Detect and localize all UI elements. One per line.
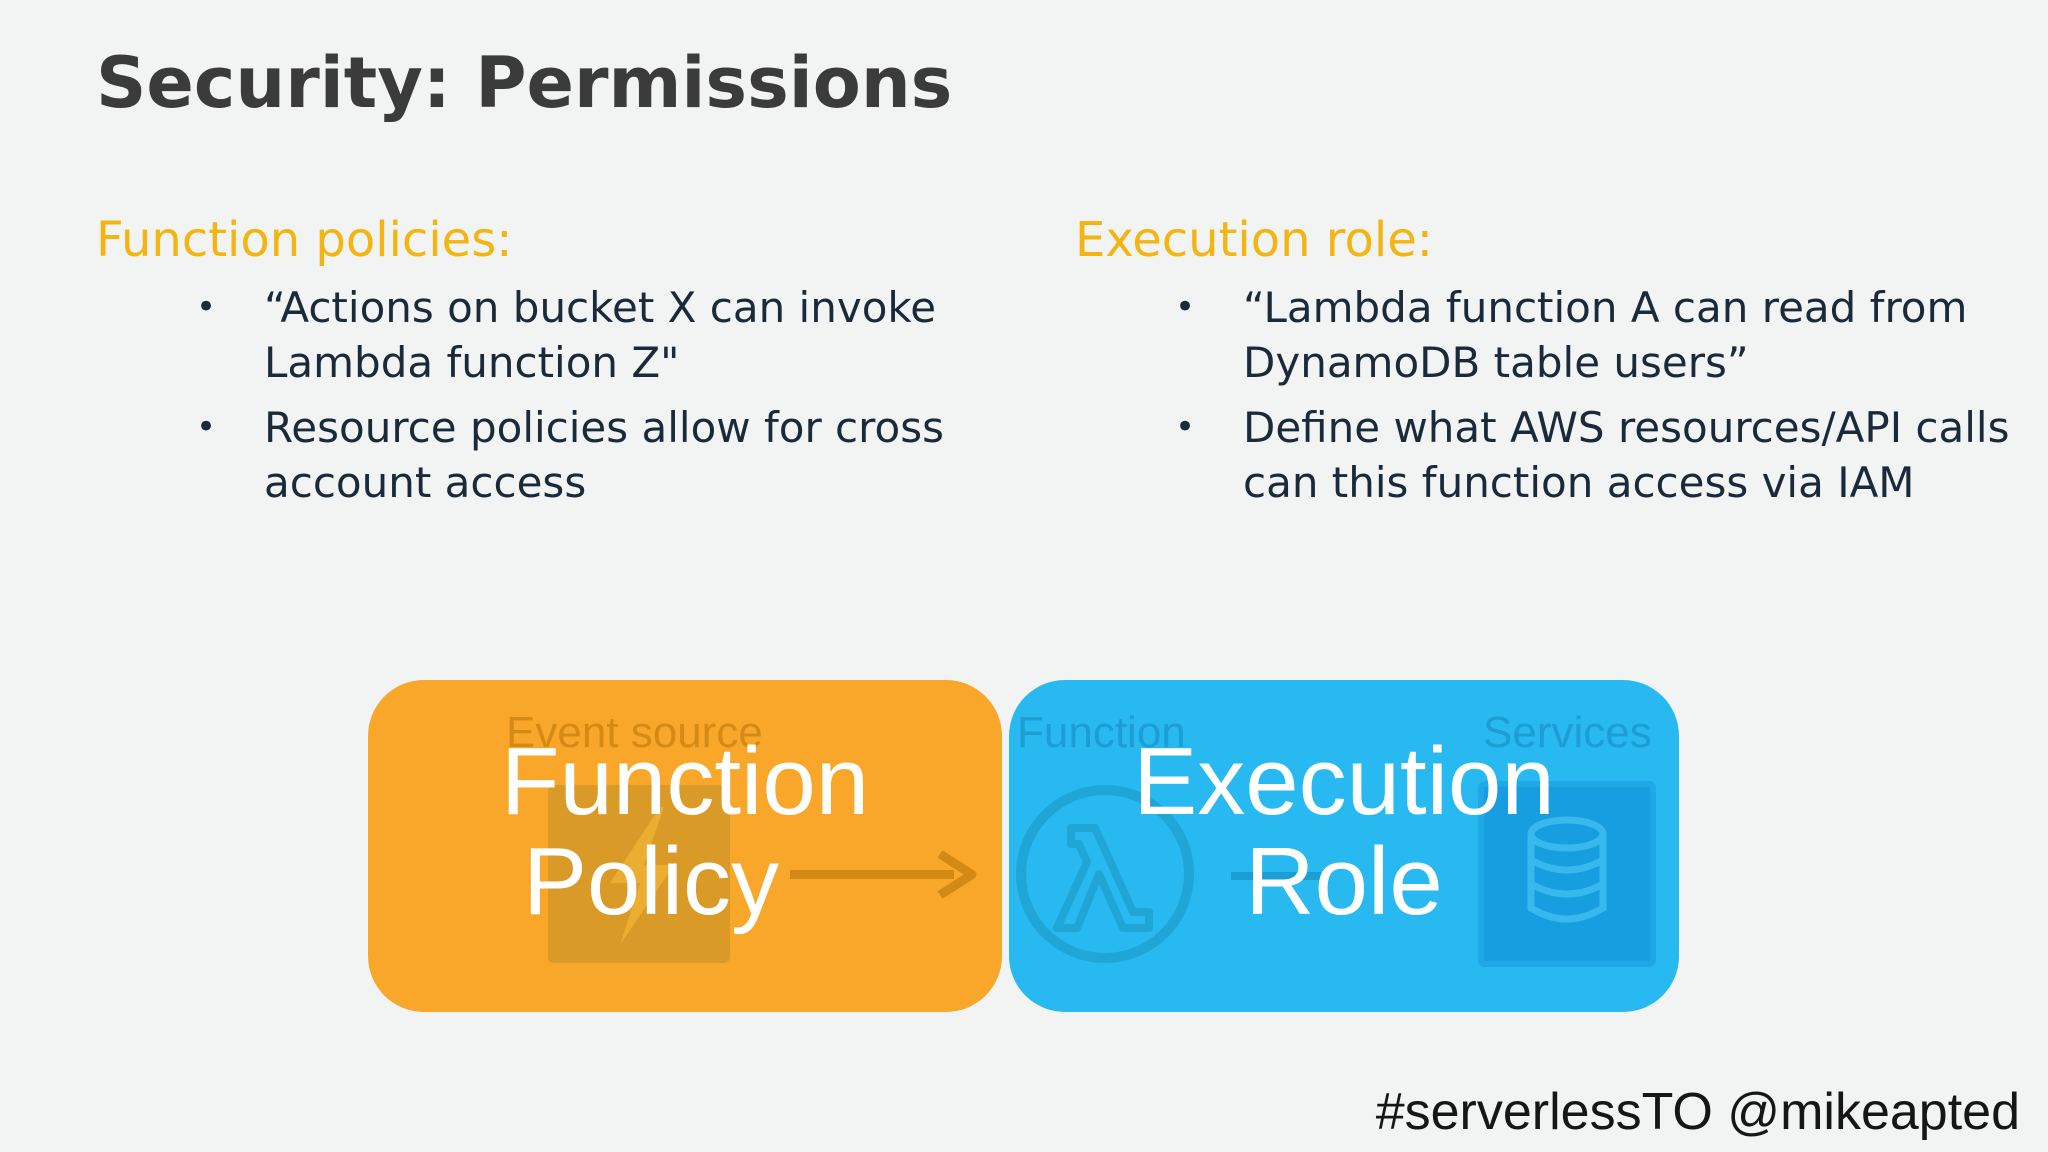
- function-policies-heading: Function policies:: [96, 212, 513, 268]
- bullet-text: “Lambda function A can read from DynamoD…: [1243, 283, 1968, 387]
- services-label: Services: [1483, 708, 1652, 757]
- database-icon: [1478, 781, 1656, 967]
- list-item: • Define what AWS resources/API calls ca…: [1075, 400, 2013, 510]
- execution-role-section: Execution role: • “Lambda function A can…: [1075, 212, 2035, 520]
- execution-role-list: • “Lambda function A can read from Dynam…: [1075, 280, 2035, 510]
- function-policy-line1: Function: [500, 728, 870, 835]
- function-label: Function: [1017, 708, 1186, 757]
- lightning-icon: [548, 785, 730, 963]
- function-policies-list: • “Actions on bucket X can invoke Lambda…: [96, 280, 996, 510]
- bullet-text: Resource policies allow for cross accoun…: [264, 403, 944, 507]
- event-source-label: Event source: [506, 708, 763, 757]
- bullet-icon: •: [1175, 407, 1196, 447]
- bullet-icon: •: [1175, 287, 1196, 327]
- lambda-icon: [1016, 785, 1194, 963]
- bullet-text: Define what AWS resources/API calls can …: [1243, 403, 2010, 507]
- connector-line: [1231, 872, 1321, 880]
- slide-title: Security: Permissions: [96, 42, 953, 124]
- execution-role-line2: Role: [1245, 828, 1443, 935]
- execution-role-heading: Execution role:: [1075, 212, 1433, 268]
- footer-hashtag: #serverlessTO @mikeapted: [1375, 1083, 2020, 1141]
- list-item: • “Lambda function A can read from Dynam…: [1075, 280, 2013, 390]
- list-item: • Resource policies allow for cross acco…: [96, 400, 1024, 510]
- bullet-icon: •: [196, 287, 217, 327]
- function-policies-section: Function policies: • “Actions on bucket …: [96, 212, 996, 520]
- function-policy-box: Event source Function Policy: [368, 680, 1002, 1012]
- execution-role-box: Function Services Execution Role: [1009, 680, 1679, 1012]
- bullet-icon: •: [196, 407, 217, 447]
- list-item: • “Actions on bucket X can invoke Lambda…: [96, 280, 1024, 390]
- function-policy-line2: Policy: [522, 828, 780, 935]
- bullet-text: “Actions on bucket X can invoke Lambda f…: [264, 283, 937, 387]
- execution-role-line1: Execution: [1133, 728, 1555, 835]
